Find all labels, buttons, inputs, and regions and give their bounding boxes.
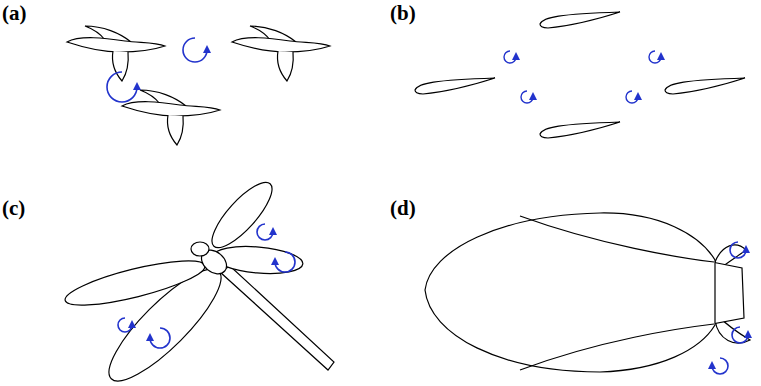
- vortex-arrows: [118, 224, 295, 348]
- vortex-arrows: [712, 242, 748, 374]
- airfoil: [540, 12, 620, 28]
- vortex-arrows: [504, 51, 661, 103]
- airfoil: [415, 78, 495, 94]
- vortex-arrows: [107, 38, 207, 102]
- bird: [122, 90, 220, 145]
- panel-label: (d): [390, 198, 416, 219]
- panel-label: (b): [390, 3, 416, 24]
- airfoil: [665, 78, 745, 94]
- dragonfly: [62, 174, 334, 386]
- panel-label: (a): [2, 3, 27, 24]
- panel-label: (c): [2, 198, 25, 219]
- beetle: [425, 213, 750, 372]
- airfoil: [540, 122, 620, 138]
- bird: [232, 26, 330, 81]
